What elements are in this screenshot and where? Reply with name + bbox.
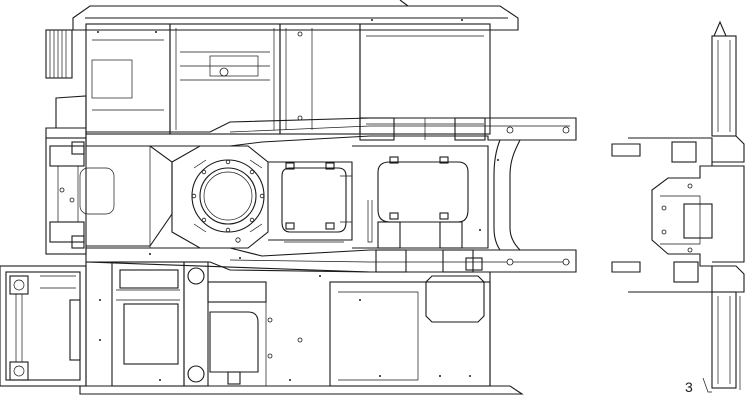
- upper-rail: [45, 117, 577, 147]
- lower-deck: [79, 261, 524, 395]
- outrigger-frame: [488, 139, 522, 251]
- plan-view: [0, 0, 577, 395]
- window-openings: [268, 145, 489, 249]
- left-crossmember: [45, 137, 115, 255]
- callout-label: 3: [685, 379, 693, 395]
- fastener-dots: [97, 19, 499, 381]
- lower-left-box: [0, 265, 87, 387]
- lower-rail: [85, 247, 577, 273]
- side-block: [45, 29, 87, 129]
- side-view: [611, 20, 745, 393]
- upper-deck: [72, 0, 519, 135]
- center-bed: [86, 145, 269, 249]
